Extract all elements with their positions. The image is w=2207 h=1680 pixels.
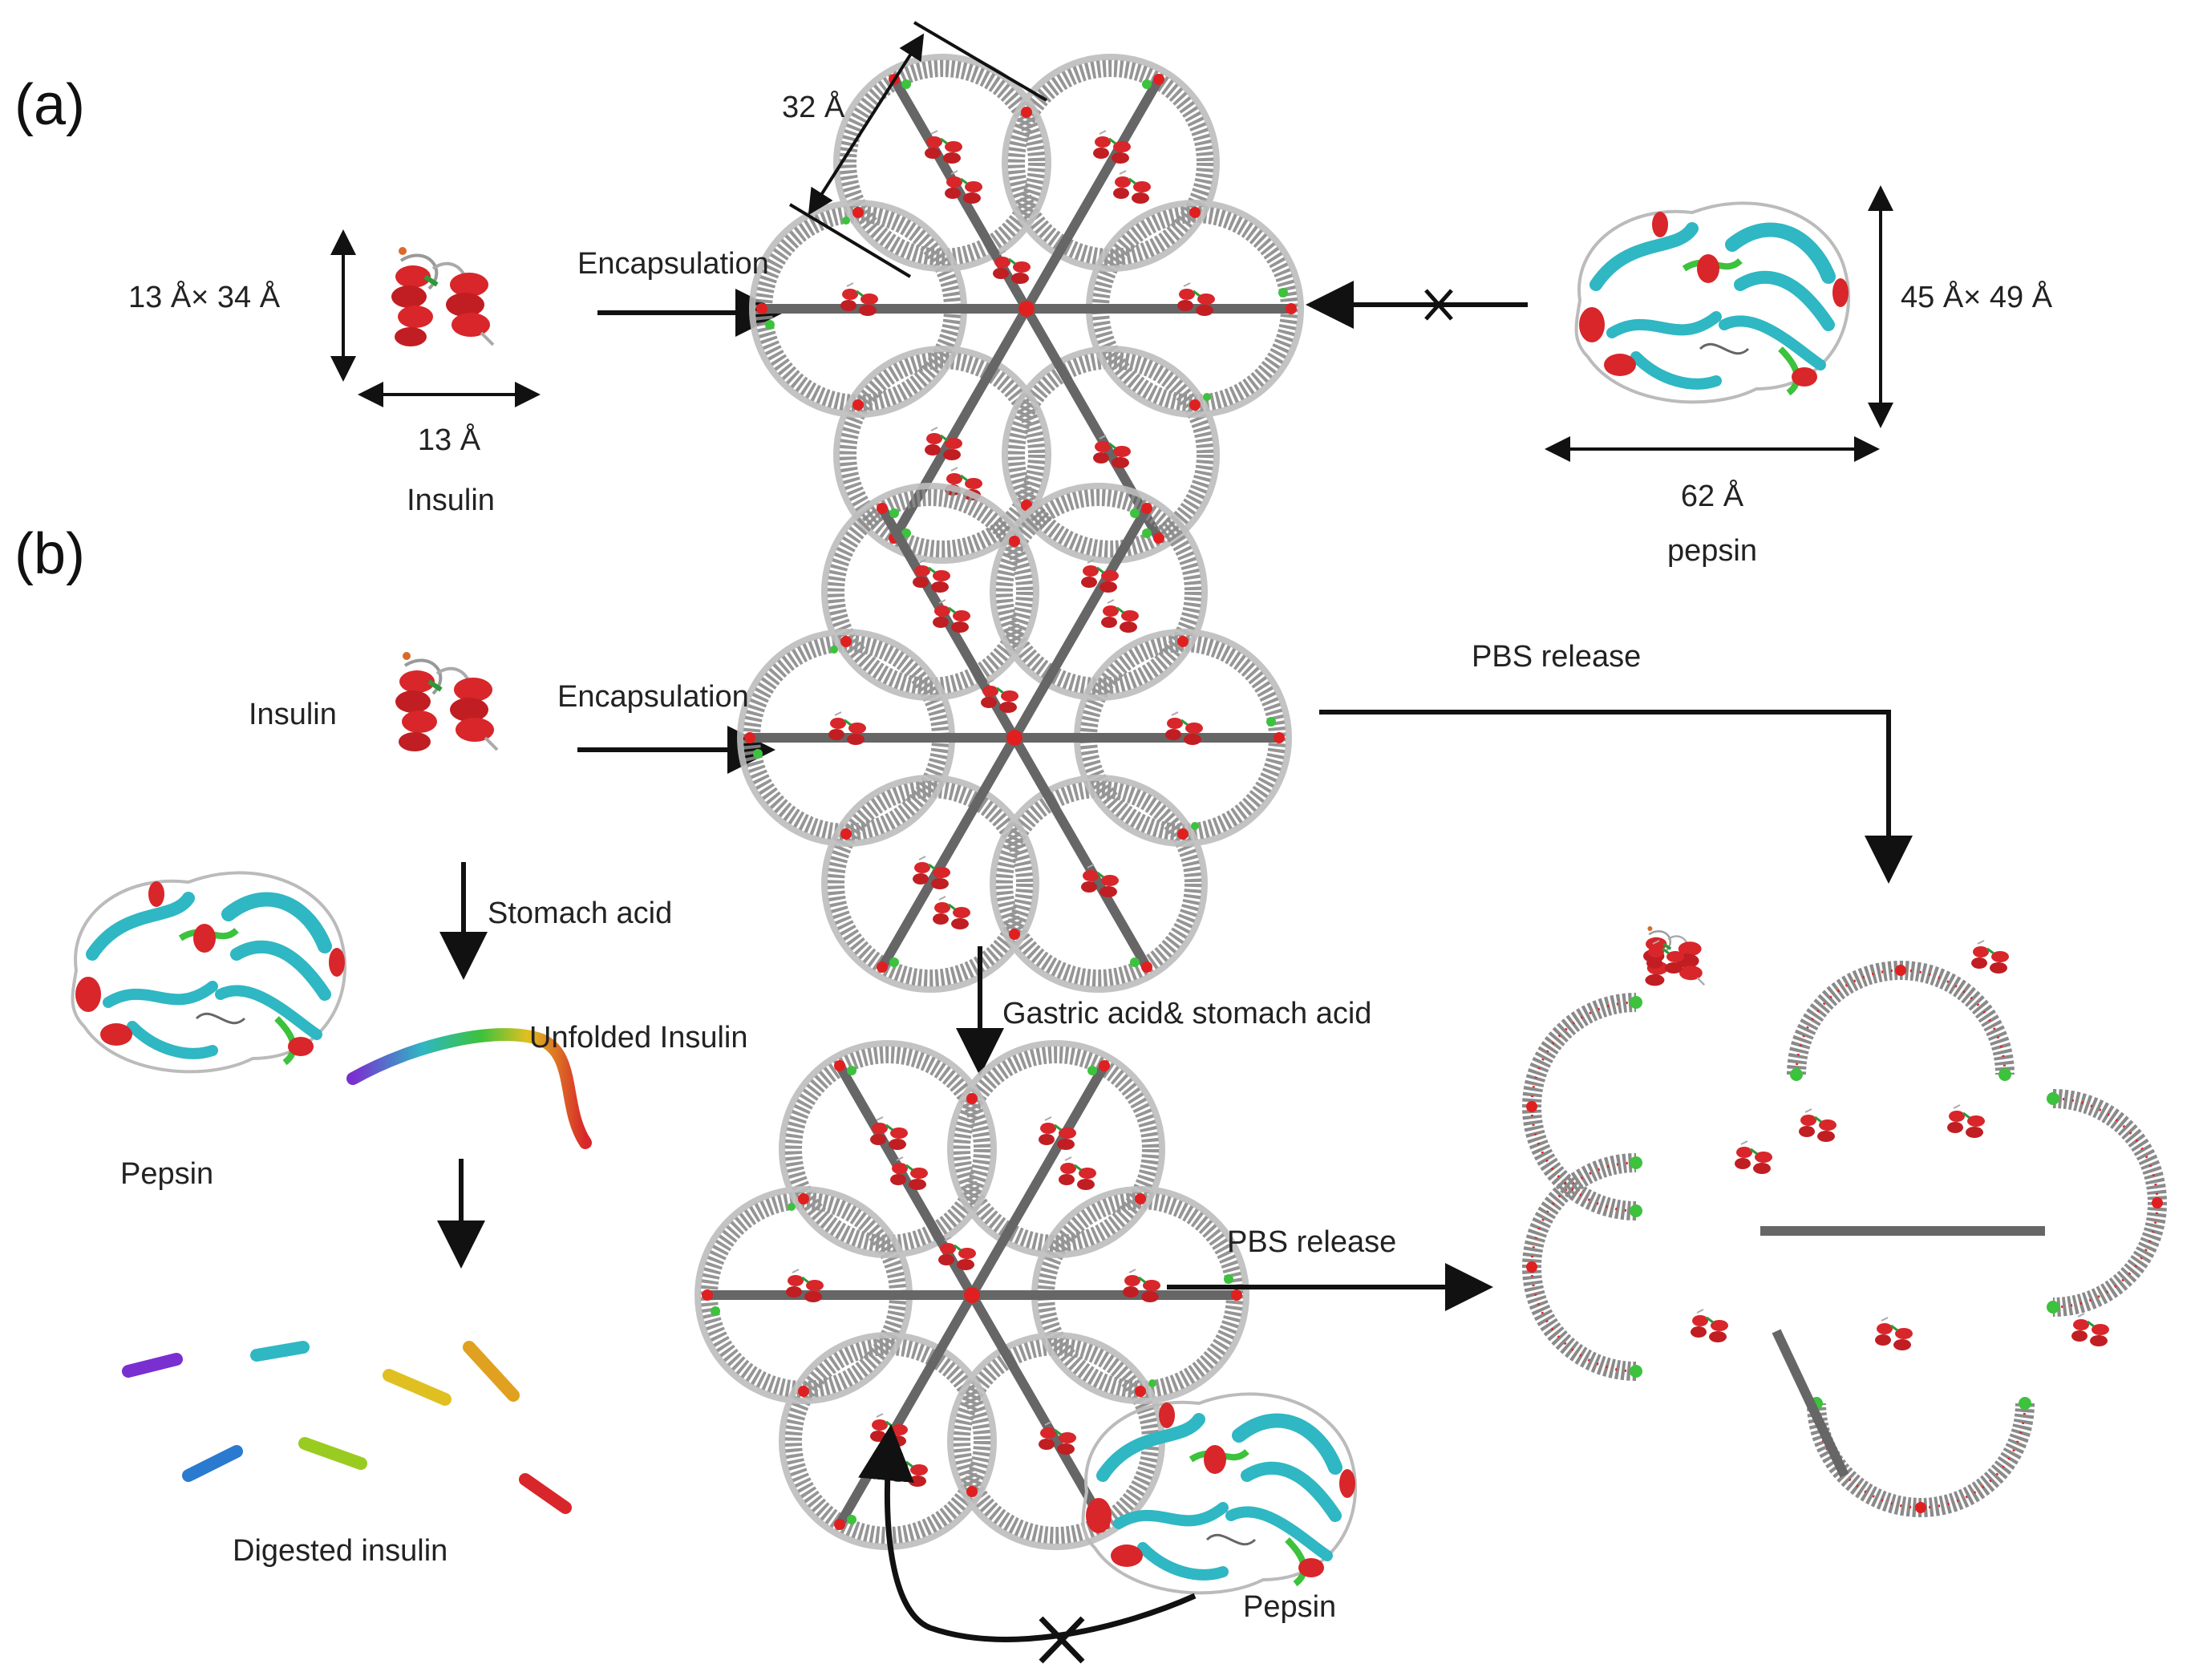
pepsin-label-left: Pepsin (120, 1157, 214, 1191)
digested-fragments (122, 1341, 572, 1514)
pbs-release-label-top: PBS release (1472, 640, 1642, 674)
unfolded-insulin (346, 1028, 592, 1149)
blocked-curve-arrow (858, 1424, 1197, 1642)
insulin-structure-b (395, 652, 497, 751)
insulin-dimensions-label: 13 Å× 34 Å (128, 281, 281, 314)
digested-insulin-label: Digested insulin (233, 1534, 448, 1568)
pepsin-name-label: pepsin (1667, 534, 1757, 568)
pepsin-structure-left (73, 872, 346, 1071)
pbs-release-label-mid: PBS release (1227, 1225, 1397, 1259)
mof-structure-b-top (740, 486, 1289, 990)
pore-dimension-label: 32 Å (782, 91, 845, 124)
mof-structure-a (752, 57, 1301, 561)
panel-a-label: (a) (14, 73, 85, 137)
insulin-structure-a (391, 247, 493, 346)
insulin-name-label: Insulin (407, 484, 495, 517)
insulin-width-label: 13 Å (417, 423, 481, 457)
encapsulation-label-a: Encapsulation (577, 247, 769, 281)
encapsulation-label-b: Encapsulation (557, 680, 749, 714)
pepsin-structure-a (1577, 203, 1849, 402)
gastric-acid-label: Gastric acid& stomach acid (1002, 997, 1372, 1030)
pepsin-width-label: 62 Å (1680, 480, 1744, 513)
panel-b-label: (b) (14, 522, 85, 586)
released-structure (1526, 925, 2163, 1513)
blocked-x-icon-bottom (1039, 1616, 1085, 1664)
pepsin-structure-bottom (1083, 1394, 1356, 1593)
pepsin-label-bottom: Pepsin (1243, 1590, 1337, 1624)
unfolded-insulin-label: Unfolded Insulin (529, 1021, 748, 1055)
mof-structure-b-bottom (698, 1043, 1246, 1547)
blocked-x-icon (1424, 289, 1453, 321)
insulin-label-b: Insulin (249, 698, 337, 731)
pepsin-dimensions-label: 45 Å× 49 Å (1901, 281, 2053, 314)
stomach-acid-label: Stomach acid (488, 897, 673, 930)
